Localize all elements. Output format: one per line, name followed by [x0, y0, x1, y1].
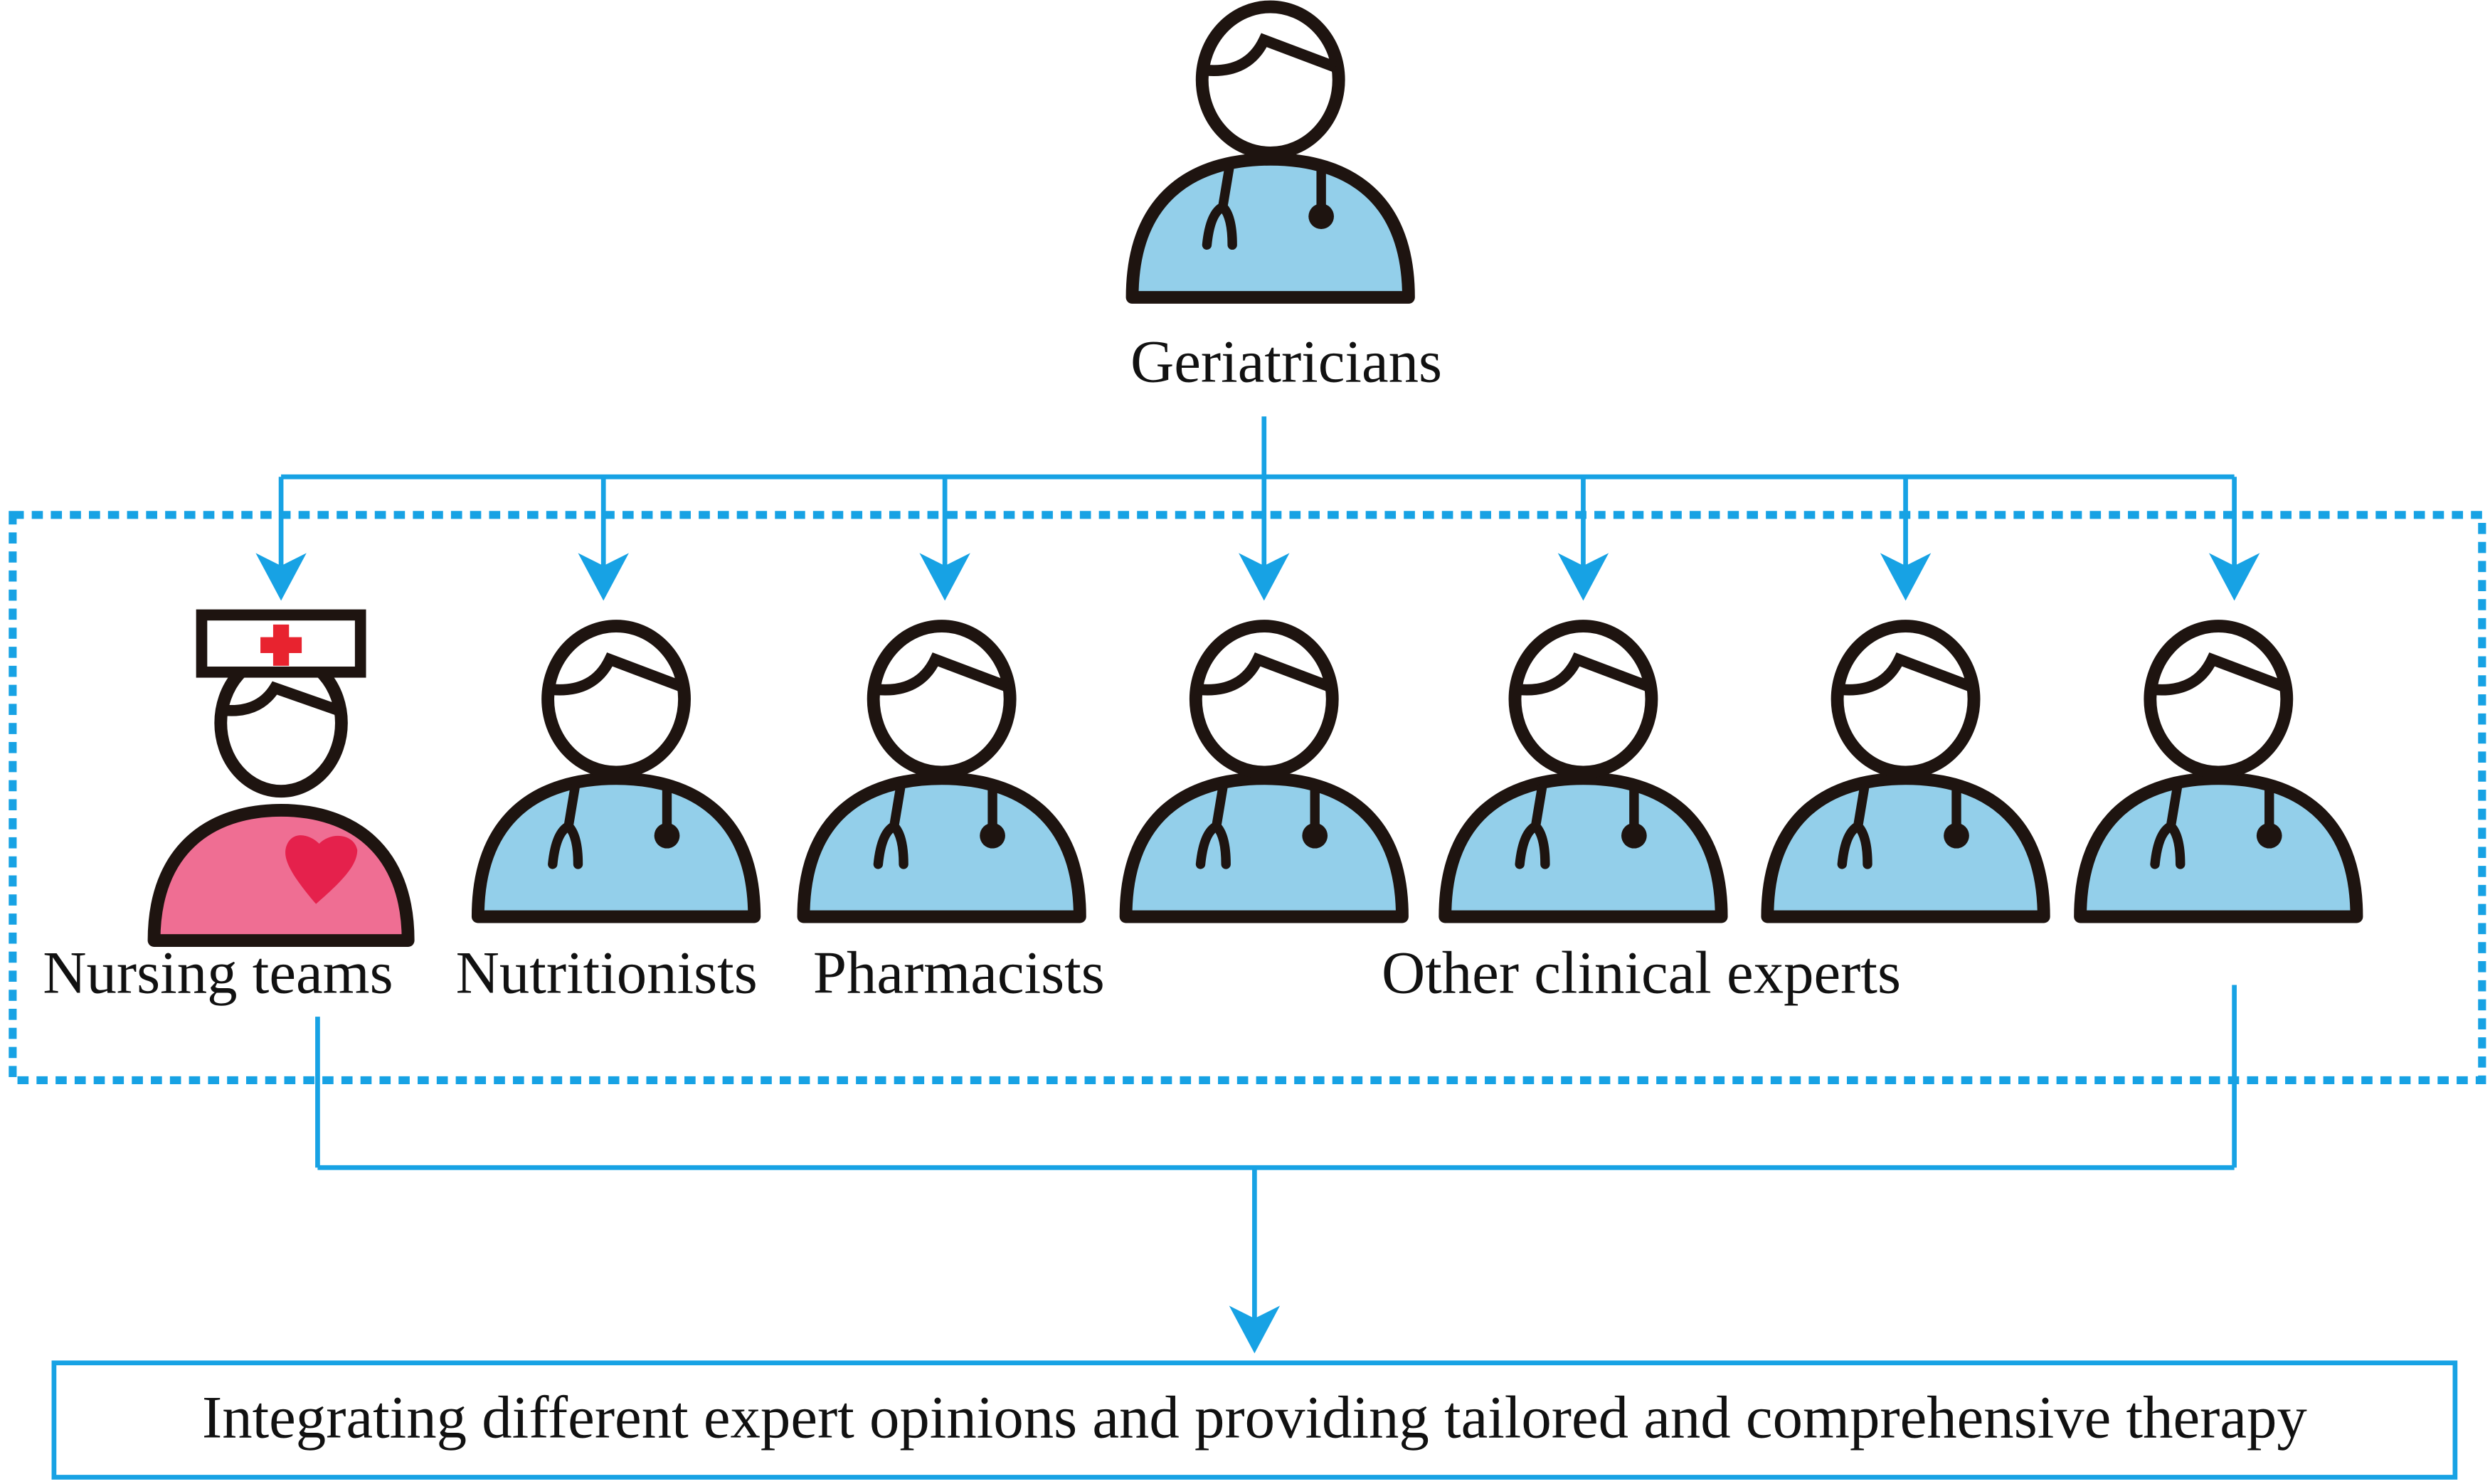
- integration-connectors: [315, 985, 2237, 1354]
- arrow-down-icon: [2208, 553, 2260, 601]
- clinical-expert-icon: [1126, 626, 1402, 916]
- team-boundary-box: [9, 511, 2486, 1085]
- nutritionist-icon: [478, 626, 754, 916]
- result-label: Integrating different expert opinions an…: [202, 1384, 2307, 1451]
- pharmacists-label: Pharmacists: [813, 940, 1105, 1007]
- other-experts-label: Other clinical experts: [1382, 940, 1901, 1007]
- nutritionists-label: Nutritionists: [456, 940, 758, 1007]
- result-box: [51, 1360, 2458, 1480]
- nursing-teams-label: Nursing teams: [43, 940, 393, 1007]
- nurse-icon: [154, 615, 408, 940]
- geriatricians-label: Geriatricians: [1130, 328, 1442, 395]
- arrow-down-icon: [1880, 553, 1932, 601]
- arrow-down-icon: [1557, 553, 1609, 601]
- arrow-down-icon: [255, 553, 307, 601]
- distribution-connectors: [255, 416, 2260, 601]
- geriatrician-icon: [1133, 7, 1409, 297]
- pharmacist-icon: [803, 626, 1079, 916]
- arrow-down-icon: [1239, 553, 1290, 601]
- arrow-down-icon: [919, 553, 970, 601]
- arrow-down-icon: [578, 553, 629, 601]
- clinical-expert-icon: [1445, 626, 1721, 916]
- clinical-expert-icon: [2080, 626, 2356, 916]
- arrow-down-icon: [1229, 1305, 1281, 1354]
- clinical-expert-icon: [1767, 626, 2043, 916]
